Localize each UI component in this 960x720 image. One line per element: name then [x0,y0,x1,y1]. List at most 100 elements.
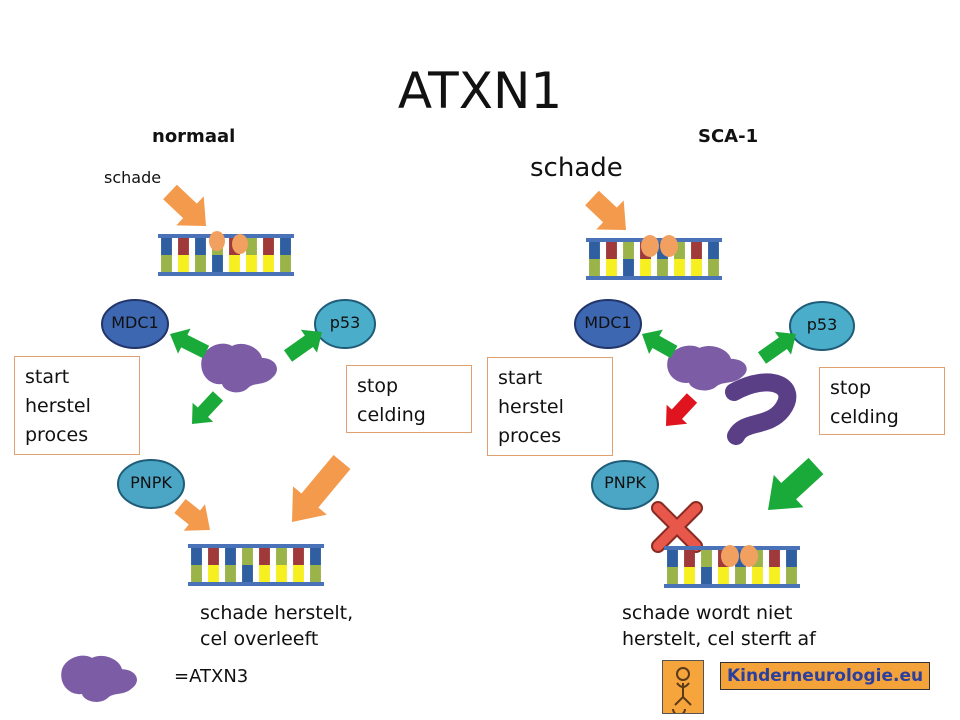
left-heading: normaal [152,126,236,147]
right-dna-unrepaired-backbone-bottom [664,584,800,588]
right-dna-damaged-rung-top [589,241,600,259]
left-dna-repaired-backbone-top [188,544,324,548]
left-dna-damaged-rung-bottom [280,255,291,273]
left-arrow-to-p53 [283,329,322,362]
right-damage-label: schade [530,153,623,183]
left-dna-damaged-backbone-bottom [158,272,294,276]
left-outcome: schade herstelt, cel overleeft [200,602,354,650]
left-dna-repaired-rung-top [259,547,270,565]
right-repair-box: start herstel proces [487,357,613,456]
right-arrow-to-pnpk-blocked [666,393,698,426]
right-stop-box: stop celding [819,367,945,435]
right-dna-damaged-rung-bottom [623,259,634,277]
left-arrow-to-pnpk [192,391,224,424]
right-damage-arrow [585,190,626,230]
right-dna-unrepaired-rung-top [667,549,678,567]
left-stop-box: stop celding [346,365,472,433]
left-dna-repaired-backbone-bottom [188,582,324,586]
left-damage-label: schade [104,168,162,187]
right-dna-unrepaired-rung-bottom [752,567,763,585]
left-dna-repaired-rung-top [310,547,321,565]
right-dna-damaged-backbone-bottom [586,276,722,280]
left-damage-dot [209,231,225,251]
right-dna-unrepaired-rung-bottom [735,567,746,585]
left-dna-damaged-rung-top [195,237,206,255]
right-dna-unrepaired-rung-bottom [701,567,712,585]
left-dna-repaired-rung-bottom [242,565,253,583]
right-p53-node [789,301,855,351]
left-dna-repaired-rung-top [276,547,287,565]
right-dna-damaged-rung-top [623,241,634,259]
left-repair-box: start herstel proces [14,356,140,455]
right-dna-damaged-rung-top [691,241,702,259]
left-dna-repaired-rung-bottom [208,565,219,583]
right-pnpk-node [591,460,659,510]
left-dna-repaired-rung-bottom [259,565,270,583]
left-dna-damaged-rung-bottom [161,255,172,273]
right-damage-dot [660,235,678,257]
left-dna-repaired-rung-bottom [276,565,287,583]
left-dna-repaired-rung-top [225,547,236,565]
left-atxn3-protein [201,343,277,393]
right-dna-unrepaired-rung-bottom [769,567,780,585]
left-dna-damaged-rung-top [161,237,172,255]
right-mutant-atxn1-tail [725,373,797,445]
right-dna-unrepaired-rung-bottom [667,567,678,585]
right-dna-damaged-rung-bottom [691,259,702,277]
right-damage-dot-remaining [740,545,758,567]
right-arrow-to-p53 [757,331,796,364]
left-dna-damaged-rung-top [263,237,274,255]
left-dna-damaged-rung-bottom [229,255,240,273]
left-dna-repaired-rung-bottom [191,565,202,583]
right-arrow-to-mdc1 [642,329,678,359]
left-dna-damaged-rung-bottom [212,255,223,273]
left-dna-damaged-rung-top [178,237,189,255]
left-dna-damaged-rung-bottom [263,255,274,273]
left-dna-repaired-rung-bottom [225,565,236,583]
right-dna-damaged-rung-bottom [708,259,719,277]
logo-text[interactable]: Kinderneurologie.eu [720,662,931,690]
page-title: ATXN1 [397,62,563,120]
right-mdc1-node [574,299,642,349]
left-dna-damaged-rung-bottom [246,255,257,273]
right-dna-unrepaired-rung-bottom [786,567,797,585]
right-dna-damaged-rung-top [708,241,719,259]
right-dna-unrepaired-rung-top [769,549,780,567]
legend-atxn3-protein [61,655,137,702]
right-dna-damaged-rung-top [606,241,617,259]
left-dna-damaged-rung-top [280,237,291,255]
left-dna-damaged-rung-top [246,237,257,255]
right-dna-unrepaired-rung-top [786,549,797,567]
logo-icon [662,660,704,716]
right-dna-unrepaired-rung-top [684,549,695,567]
right-outcome: schade wordt niet herstelt, cel sterft a… [622,602,816,650]
right-block-cross [653,503,701,551]
left-dna-damaged-backbone-top [158,234,294,238]
right-dna-damaged-rung-bottom [674,259,685,277]
left-mdc1-node [101,299,169,349]
right-dna-unrepaired-rung-top [701,549,712,567]
right-arrow-stop-to-dna [768,457,824,510]
left-dna-repaired-rung-top [242,547,253,565]
left-dna-repaired-rung-top [191,547,202,565]
legend-label: =ATXN3 [174,666,249,687]
left-arrow-to-mdc1 [170,328,210,359]
right-dna-damaged-rung-bottom [657,259,668,277]
right-dna-damaged-rung-bottom [606,259,617,277]
left-damage-dot [232,234,248,254]
right-dna-damaged-rung-top [674,241,685,259]
left-dna-repaired-rung-bottom [293,565,304,583]
left-arrow-stop-to-dna [292,454,351,522]
left-dna-damaged-rung-bottom [178,255,189,273]
left-dna-damaged-rung-bottom [195,255,206,273]
right-damage-dot-remaining [721,545,739,567]
left-pnpk-node [117,459,185,509]
right-heading: SCA-1 [698,126,759,147]
right-dna-damaged-rung-bottom [589,259,600,277]
right-dna-damaged-rung-bottom [640,259,651,277]
left-dna-repaired-rung-bottom [310,565,321,583]
left-damage-arrow [163,184,206,226]
right-dna-unrepaired-rung-bottom [684,567,695,585]
left-dna-repaired-rung-top [208,547,219,565]
